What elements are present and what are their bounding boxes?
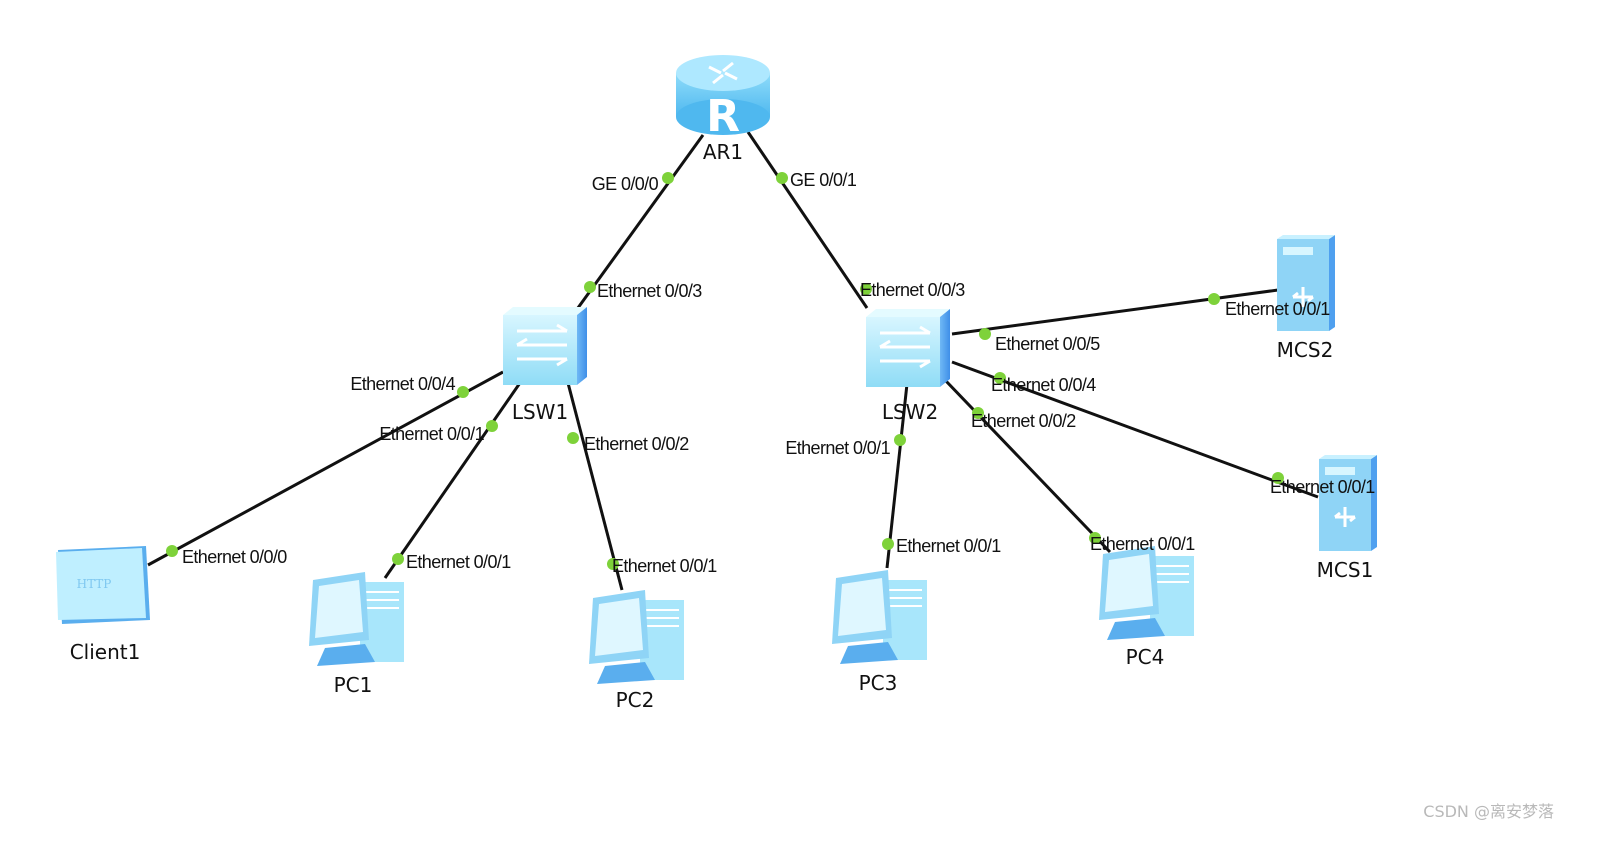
port-label-LSW2: Ethernet 0/0/3 xyxy=(860,280,965,300)
node-label-LSW1: LSW1 xyxy=(512,400,568,424)
port-dot xyxy=(567,432,579,444)
router-icon[interactable]: R xyxy=(676,55,770,142)
link-LSW2-MCS1[interactable] xyxy=(951,360,1319,499)
pc-icon[interactable] xyxy=(1099,546,1194,640)
port-label-LSW2: Ethernet 0/0/1 xyxy=(785,438,890,458)
port-label-PC3: Ethernet 0/0/1 xyxy=(896,536,1001,556)
watermark: CSDN @离安梦落 xyxy=(1423,802,1554,821)
port-dot xyxy=(166,545,178,557)
port-label-PC1: Ethernet 0/0/1 xyxy=(406,552,511,572)
port-dot xyxy=(1208,293,1220,305)
port-label-LSW1: Ethernet 0/0/2 xyxy=(584,434,689,454)
port-dot xyxy=(392,553,404,565)
port-dot xyxy=(972,407,984,419)
port-label-LSW1: Ethernet 0/0/4 xyxy=(350,374,455,394)
port-dot xyxy=(979,328,991,340)
node-label-PC1: PC1 xyxy=(334,673,373,697)
node-label-LSW2: LSW2 xyxy=(882,400,938,424)
node-label-PC2: PC2 xyxy=(616,688,655,712)
port-dot xyxy=(1272,472,1284,484)
node-label-AR1: AR1 xyxy=(703,140,743,164)
node-label-Client1: Client1 xyxy=(70,640,141,664)
port-label-LSW2: Ethernet 0/0/5 xyxy=(995,334,1100,354)
node-label-PC4: PC4 xyxy=(1126,645,1165,669)
port-dot xyxy=(584,281,596,293)
port-dot xyxy=(776,172,788,184)
server-icon[interactable] xyxy=(1277,235,1335,331)
pc-icon[interactable] xyxy=(832,570,927,664)
port-label-MCS1: Ethernet 0/0/1 xyxy=(1270,477,1375,497)
port-label-PC4: Ethernet 0/0/1 xyxy=(1090,534,1195,554)
link-LSW1-Client1[interactable] xyxy=(147,370,504,567)
port-label-LSW2: Ethernet 0/0/4 xyxy=(991,375,1096,395)
pc-icon[interactable] xyxy=(589,590,684,684)
link-LSW1-PC1[interactable] xyxy=(383,379,524,579)
port-dot xyxy=(894,434,906,446)
link-LSW1-PC2[interactable] xyxy=(566,382,624,591)
http-client-icon[interactable]: HTTP xyxy=(56,546,150,624)
link-AR1-LSW1[interactable] xyxy=(573,134,705,313)
switch-icon[interactable] xyxy=(866,309,950,387)
port-label-Client1: Ethernet 0/0/0 xyxy=(182,547,287,567)
server-icon[interactable] xyxy=(1319,455,1377,551)
port-label-LSW1: Ethernet 0/0/1 xyxy=(379,424,484,444)
port-dot xyxy=(1089,532,1101,544)
port-dot xyxy=(607,558,619,570)
pc-icon[interactable] xyxy=(309,572,404,666)
port-label-LSW2: Ethernet 0/0/2 xyxy=(971,411,1076,431)
node-label-PC3: PC3 xyxy=(859,671,898,695)
http-glyph: HTTP xyxy=(77,577,112,591)
link-AR1-LSW2[interactable] xyxy=(746,131,869,309)
port-label-LSW1: Ethernet 0/0/3 xyxy=(597,281,702,301)
port-label-PC2: Ethernet 0/0/1 xyxy=(612,556,717,576)
port-dot xyxy=(994,372,1006,384)
node-label-MCS2: MCS2 xyxy=(1277,338,1334,362)
switch-icon[interactable] xyxy=(503,307,587,385)
port-dot xyxy=(486,420,498,432)
port-dot xyxy=(662,172,674,184)
port-dot xyxy=(882,538,894,550)
port-label-AR1: GE 0/0/1 xyxy=(790,170,857,190)
port-label-AR1: GE 0/0/0 xyxy=(592,174,659,194)
router-glyph: R xyxy=(706,91,740,142)
link-LSW2-PC4[interactable] xyxy=(943,378,1112,554)
node-label-MCS1: MCS1 xyxy=(1317,558,1374,582)
port-label-MCS2: Ethernet 0/0/1 xyxy=(1225,299,1330,319)
links-layer xyxy=(147,131,1319,591)
port-dot xyxy=(860,283,872,295)
link-LSW2-PC3[interactable] xyxy=(885,383,909,569)
port-dot xyxy=(457,386,469,398)
link-LSW2-MCS2[interactable] xyxy=(951,288,1279,336)
